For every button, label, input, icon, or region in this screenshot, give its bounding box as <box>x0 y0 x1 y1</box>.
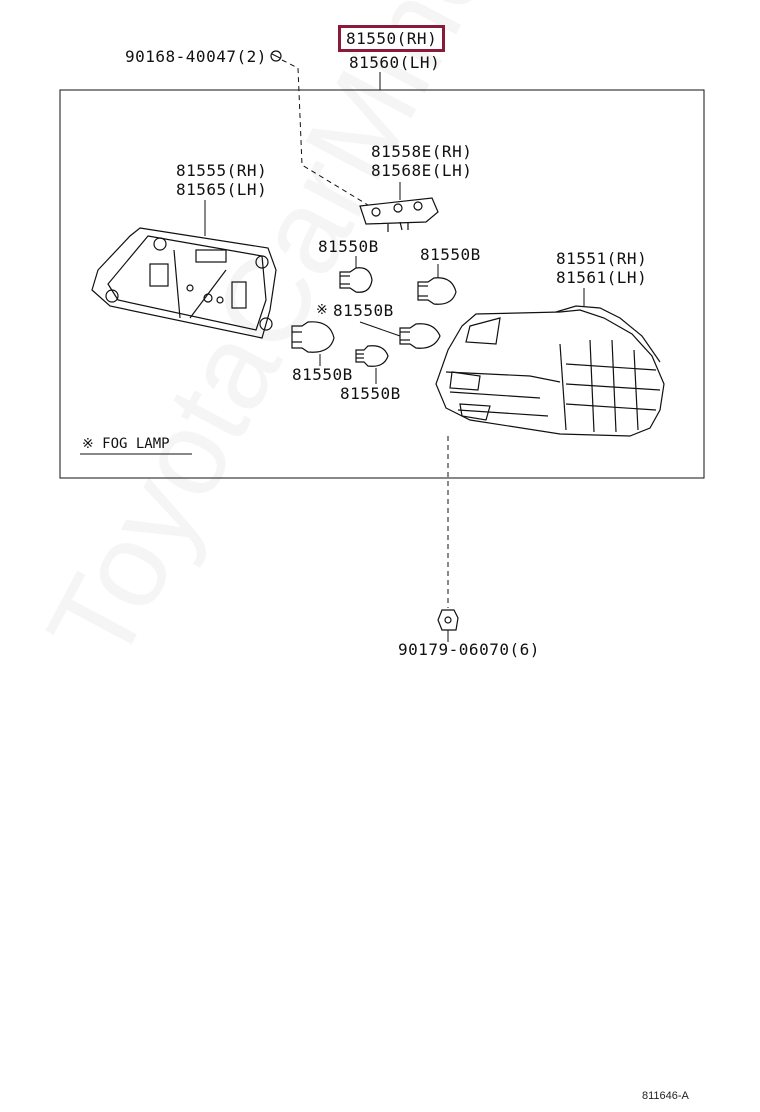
callout-bulb-c[interactable]: 81550B <box>292 365 353 384</box>
callout-bulb-fog[interactable]: 81550B <box>333 301 394 320</box>
callout-main-lh[interactable]: 81560(LH) <box>349 53 441 72</box>
circuit-board-icon <box>91 227 277 339</box>
callout-lens-lh[interactable]: 81561(LH) <box>556 268 648 287</box>
fog-lamp-note: ※ FOG LAMP <box>82 436 170 452</box>
callout-bulb-d[interactable]: 81550B <box>340 384 401 403</box>
assembly-frame <box>59 89 705 479</box>
illustration-reference: 811646-A <box>642 1090 689 1102</box>
fog-marker-icon: ※ <box>316 302 328 318</box>
bulb-b-icon <box>417 277 457 305</box>
nut-bottom-icon <box>437 609 459 631</box>
callout-bulb-b[interactable]: 81550B <box>420 245 481 264</box>
callout-lens-rh[interactable]: 81551(RH) <box>556 249 648 268</box>
leader-screw-top <box>281 59 369 206</box>
bulb-fog-icon <box>399 323 441 349</box>
bulb-c-icon <box>291 321 335 353</box>
lens-housing-icon <box>435 305 665 437</box>
bulb-d-icon <box>355 345 389 367</box>
callout-socket-lh[interactable]: 81568E(LH) <box>371 161 473 180</box>
callout-board-lh[interactable]: 81565(LH) <box>176 180 268 199</box>
callout-screw-top[interactable]: 90168-40047(2) <box>125 47 267 66</box>
callout-main-rh[interactable]: 81550(RH) <box>338 25 446 52</box>
callout-board-rh[interactable]: 81555(RH) <box>176 161 268 180</box>
leader-bulb-fog <box>359 321 401 337</box>
bulb-a-icon <box>339 267 373 293</box>
callout-nut-bottom[interactable]: 90179-06070(6) <box>398 640 540 659</box>
screw-top-icon <box>270 50 282 62</box>
socket-icon <box>359 197 439 232</box>
callout-bulb-a[interactable]: 81550B <box>318 237 379 256</box>
callout-socket-rh[interactable]: 81558E(RH) <box>371 142 473 161</box>
